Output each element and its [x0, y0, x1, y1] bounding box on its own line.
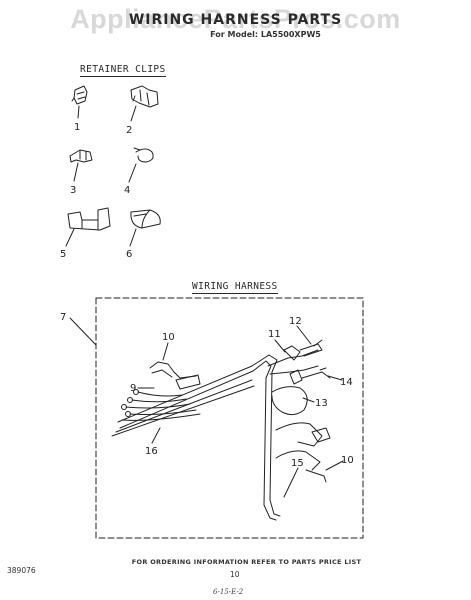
- retainer-clip-6[interactable]: [130, 209, 161, 229]
- page-number: 10: [230, 570, 240, 579]
- leader-line-5: [65, 228, 75, 247]
- revision-mark: 6-15-E-2: [213, 588, 244, 596]
- leader-line-14: [327, 375, 343, 381]
- retainer-clip-1[interactable]: [71, 85, 88, 105]
- callout-2: 2: [126, 125, 132, 136]
- wiring-harness-assembly[interactable]: [111, 339, 331, 521]
- callout-13: 13: [315, 398, 328, 409]
- retainer-clip-4[interactable]: [133, 147, 154, 163]
- leader-line-1: [77, 105, 80, 119]
- retainer-clip-2[interactable]: [130, 85, 159, 108]
- document-number: 389076: [7, 566, 36, 575]
- leader-line-3: [73, 162, 79, 182]
- retainer-clip-5[interactable]: [67, 207, 111, 231]
- site-watermark: AppliancePartsPros.com: [70, 4, 401, 34]
- wiring-harness-heading: WIRING HARNESS: [192, 281, 278, 294]
- callout-7: 7: [60, 312, 66, 323]
- callout-4: 4: [124, 185, 130, 196]
- callout-11: 11: [268, 329, 281, 340]
- leader-line-16: [151, 427, 161, 444]
- leader-line-15: [283, 467, 299, 498]
- callout-1: 1: [74, 122, 80, 133]
- callout-10-lower: 10: [341, 455, 354, 466]
- leader-line-10b: [325, 460, 344, 471]
- callout-12: 12: [289, 316, 302, 327]
- leader-line-6: [129, 228, 137, 247]
- leader-line-10a: [162, 342, 169, 361]
- retainer-clips-heading: RETAINER CLIPS: [80, 64, 166, 77]
- callout-9: 9: [130, 383, 136, 394]
- page-title: WIRING HARNESS PARTS: [128, 12, 343, 28]
- ordering-note: FOR ORDERING INFORMATION REFER TO PARTS …: [131, 558, 362, 566]
- leader-line-4: [128, 163, 137, 183]
- harness-enclosure-frame: [95, 297, 364, 539]
- model-subtitle: For Model: LA5500XPW5: [210, 30, 321, 39]
- callout-10-upper: 10: [162, 332, 175, 343]
- callout-3: 3: [70, 185, 76, 196]
- leader-line-11: [274, 339, 286, 353]
- leader-line-12: [296, 325, 312, 345]
- leader-line-13: [302, 397, 315, 403]
- callout-16: 16: [145, 446, 158, 457]
- leader-line-2: [130, 105, 137, 122]
- callout-14: 14: [340, 377, 353, 388]
- leader-line-7: [69, 317, 97, 346]
- callout-5: 5: [60, 249, 66, 260]
- callout-15: 15: [291, 458, 304, 469]
- callout-6: 6: [126, 249, 132, 260]
- retainer-clip-3[interactable]: [69, 149, 93, 163]
